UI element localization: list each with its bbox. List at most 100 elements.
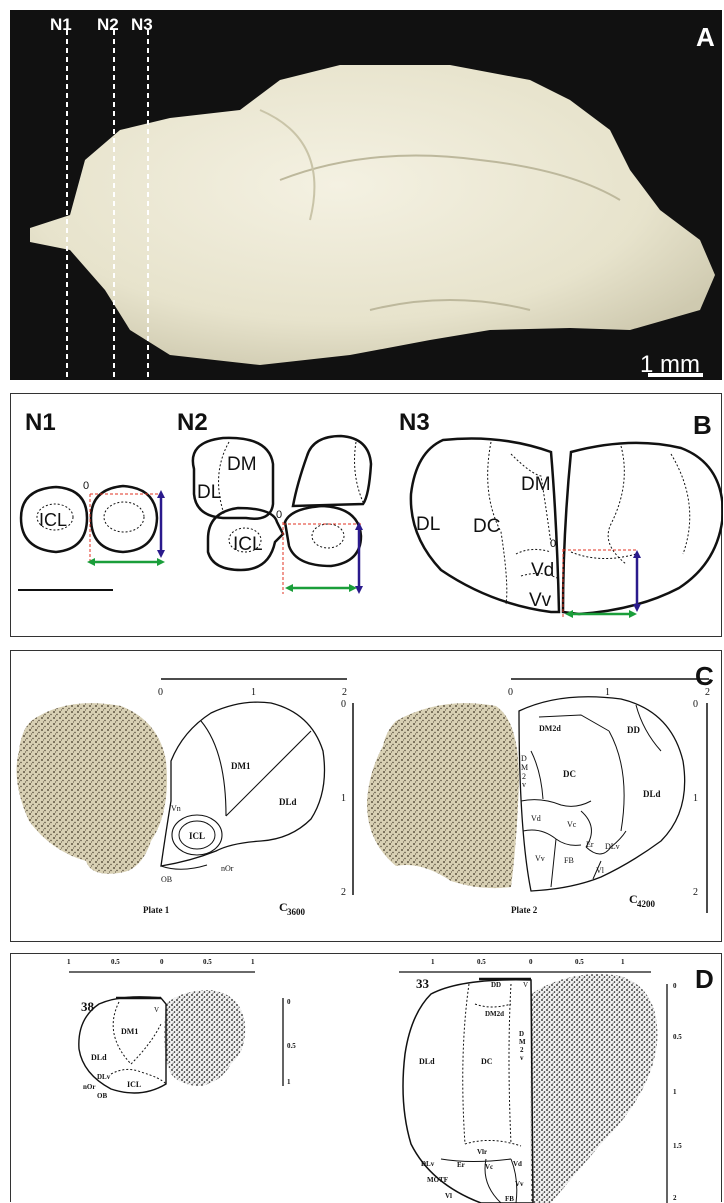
p33-xtick-1: 0.5 — [477, 958, 486, 966]
plate1-region-dld: DLd — [279, 797, 297, 807]
atlas-d-svg: D 1 0.5 0 0.5 1 0 0.5 1 38 V DM1 DLd DLv… — [11, 954, 723, 1203]
section-title-n1: N1 — [25, 409, 56, 436]
section-title-n3: N3 — [399, 409, 430, 436]
plate-38: 1 0.5 0 0.5 1 0 0.5 1 38 V DM1 DLd DLv I… — [67, 958, 296, 1100]
plate-33: 1 0.5 0 0.5 1 0 0.5 1 1.5 2 33 DD V DM — [399, 958, 682, 1203]
plate2-region-dld: DLd — [643, 789, 661, 799]
n3-region-vv: Vv — [529, 590, 552, 611]
p33-ytick-1: 0.5 — [673, 1033, 682, 1041]
p33-stained-half — [530, 974, 657, 1203]
section-title-n2: N2 — [177, 409, 208, 436]
plate2-region-v: v — [522, 780, 526, 789]
plate2-label: Plate 2 — [511, 905, 538, 915]
p38-region-dm1: DM1 — [121, 1027, 138, 1036]
n3-region-vd: Vd — [531, 560, 554, 581]
plate2-region-vv: Vv — [535, 854, 545, 863]
p38-xtick-3: 0.5 — [203, 958, 212, 966]
p38-xtick-2: 0 — [160, 958, 164, 966]
plate2-region-er: Er — [586, 840, 594, 849]
p33-region-vd: Vd — [513, 1160, 522, 1168]
n2-region-icl: ICL — [233, 534, 263, 555]
plate1-ytick-0: 0 — [341, 699, 346, 710]
p38-region-dlv: DLv — [97, 1073, 111, 1081]
p38-xtick-4: 1 — [251, 958, 255, 966]
plate-2: 0 1 2 0 1 2 DM2d DD DC DLd D M 2 — [367, 679, 710, 915]
plate2-stained-half — [367, 703, 519, 888]
panel-label-b: B — [693, 410, 712, 440]
n2-region-dm: DM — [227, 454, 257, 475]
panel-a-photo: N1 N2 N3 A 1 mm — [10, 10, 722, 380]
p33-ytick-2: 1 — [673, 1088, 677, 1096]
plate1-label: Plate 1 — [143, 905, 170, 915]
p33-region-vl: Vl — [445, 1192, 452, 1200]
plate2-region-dm2d: DM2d — [539, 724, 561, 733]
plate2-xtick-1: 1 — [605, 687, 610, 698]
p33-region-dlv: DLv — [421, 1160, 435, 1168]
plate2-xtick-2: 2 — [705, 687, 710, 698]
p33-xtick-2: 0 — [529, 958, 533, 966]
p33-region-v-sub: v — [520, 1054, 524, 1062]
p33-ytick-3: 1.5 — [673, 1142, 682, 1150]
p38-xtick-0: 1 — [67, 958, 71, 966]
n3-region-dl: DL — [416, 514, 440, 535]
p33-region-dd: DD — [491, 981, 501, 989]
plate1-xtick-2: 2 — [342, 687, 347, 698]
plate1-stained-half — [17, 703, 167, 874]
p38-stained-half — [164, 990, 245, 1086]
n2-region-dl: DL — [197, 482, 221, 503]
atlas-c-svg: C 0 1 2 0 1 2 DM1 DLd Vn ICL OB nOr Plat… — [11, 651, 723, 943]
p33-region-motf: MOTF — [427, 1176, 448, 1184]
plate1-xtick-1: 1 — [251, 687, 256, 698]
p33-xtick-3: 0.5 — [575, 958, 584, 966]
plate2-xtick-0: 0 — [508, 687, 513, 698]
p33-xtick-0: 1 — [431, 958, 435, 966]
p38-region-nor: nOr — [83, 1083, 95, 1091]
schematic-sections: B N1 ICL 0 N2 — [11, 394, 723, 638]
n3-region-dc: DC — [473, 516, 500, 537]
p33-region-dm2d: DM2d — [485, 1010, 504, 1018]
panel-label-d: D — [695, 964, 714, 994]
p33-ytick-0: 0 — [673, 982, 677, 990]
plate2-region-m: M — [521, 763, 528, 772]
plate2-region-d: D — [521, 754, 527, 763]
p38-ytick-0: 0 — [287, 998, 291, 1006]
plate1-region-ob: OB — [161, 875, 172, 884]
plate1-region-icl: ICL — [189, 831, 205, 841]
n1-region-icl: ICL — [39, 510, 67, 530]
plate2-region-vl: Vl — [596, 866, 605, 875]
p38-region-v: V — [154, 1006, 159, 1014]
p33-region-m: M — [519, 1038, 526, 1046]
plate2-region-dlv: DLv — [605, 842, 620, 851]
section-n2: N2 DM DL ICL 0 — [177, 409, 371, 594]
brain-body — [30, 65, 715, 365]
plate-1: 0 1 2 0 1 2 DM1 DLd Vn ICL OB nOr Plate … — [17, 679, 353, 917]
p38-ytick-2: 1 — [287, 1078, 291, 1086]
p38-region-dld: DLd — [91, 1053, 107, 1062]
panel-label-a: A — [696, 22, 715, 52]
p33-region-2: 2 — [520, 1046, 524, 1054]
plate1-ytick-2: 2 — [341, 887, 346, 898]
n2-origin: 0 — [276, 509, 282, 521]
p33-region-vlr: Vlr — [477, 1148, 487, 1156]
panel-c-atlas-plates: C 0 1 2 0 1 2 DM1 DLd Vn ICL OB nOr Plat… — [10, 650, 722, 942]
p33-region-er: Er — [457, 1161, 465, 1169]
panel-d-atlas-plates: D 1 0.5 0 0.5 1 0 0.5 1 38 V DM1 DLd DLv… — [10, 953, 722, 1202]
plate2-region-dc: DC — [563, 769, 576, 779]
p33-xtick-4: 1 — [621, 958, 625, 966]
plate1-section-sub: 3600 — [287, 907, 306, 917]
plate2-ytick-2: 2 — [693, 887, 698, 898]
p33-region-dc: DC — [481, 1057, 493, 1066]
section-n1: N1 ICL 0 — [18, 409, 165, 590]
cut-label-n1: N1 — [50, 15, 72, 34]
plate1-region-vn: Vn — [171, 804, 181, 813]
n3-origin: 0 — [550, 538, 556, 550]
cut-label-n2: N2 — [97, 15, 119, 34]
n3-region-dm: DM — [521, 474, 551, 495]
panel-b-schematics: B N1 ICL 0 N2 — [10, 393, 722, 637]
plate2-region-vc: Vc — [567, 820, 577, 829]
brain-photo: N1 N2 N3 A 1 mm — [10, 10, 722, 380]
n1-origin: 0 — [83, 480, 89, 492]
p33-region-vv: Vv — [515, 1180, 524, 1188]
p38-region-icl: ICL — [127, 1080, 141, 1089]
scale-bar — [648, 373, 703, 377]
